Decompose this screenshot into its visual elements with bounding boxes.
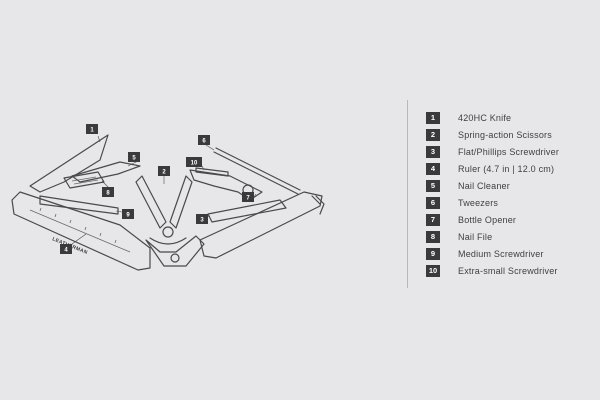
scissors-pivot [162,226,174,238]
nail-file [63,171,105,189]
callout-10: 10 [186,157,202,167]
legend-number-badge: 7 [426,213,440,226]
callout-4: 4 [60,244,72,254]
right-handle [199,191,323,259]
plier-pivot [170,253,180,263]
legend-item: 10 Extra-small Screwdriver [426,262,559,279]
legend-item: 3 Flat/Phillips Screwdriver [426,143,559,160]
legend-label: Nail File [458,231,493,242]
knife-blade [29,134,109,193]
svg-text:6: 6 [202,138,206,144]
scissors-blade-right [169,175,193,229]
callout-1: 1 [86,124,98,134]
scissors-blade-left [135,175,167,229]
nail-file-texture [71,176,99,185]
legend-label: Spring-action Scissors [458,129,552,140]
callout-7: 7 [242,192,254,202]
legend-label: Extra-small Screwdriver [458,265,558,276]
left-handle [11,191,151,271]
legend-label: Medium Screwdriver [458,248,544,259]
legend-label: Ruler (4.7 in | 12.0 cm) [458,163,555,174]
svg-text:7: 7 [246,195,250,201]
tweezers [213,147,301,195]
legend-number-badge: 8 [426,230,440,243]
callout-2: 2 [158,166,170,176]
svg-text:2: 2 [162,169,166,175]
legend-label: 420HC Knife [458,112,512,123]
legend-item: 5 Nail Cleaner [426,177,559,194]
scissors-spring [149,237,187,245]
legend-item: 1 420HC Knife [426,109,559,126]
callout-3: 3 [196,214,208,224]
callout-8: 8 [102,187,114,197]
legend-label: Nail Cleaner [458,180,510,191]
svg-text:4: 4 [64,247,68,253]
legend-number-badge: 10 [426,264,440,277]
ruler-ticks [29,207,131,253]
svg-text:9: 9 [126,212,130,218]
legend-item: 8 Nail File [426,228,559,245]
svg-text:5: 5 [132,155,136,161]
medium-screwdriver [39,195,119,215]
legend-label: Flat/Phillips Screwdriver [458,146,560,157]
legend-number-badge: 4 [426,162,440,175]
legend-item: 9 Medium Screwdriver [426,245,559,262]
legend-number-badge: 5 [426,179,440,192]
callout-5: 5 [128,152,140,162]
legend-label: Bottle Opener [458,214,517,225]
svg-text:1: 1 [90,127,94,133]
extra-small-screwdriver [195,167,229,177]
nail-cleaner [71,161,141,183]
legend-number-badge: 6 [426,196,440,209]
flat-phillips-screwdriver [207,199,287,223]
legend-item: 4 Ruler (4.7 in | 12.0 cm) [426,160,559,177]
legend-label: Tweezers [458,197,499,208]
legend-number-badge: 1 [426,111,440,124]
svg-text:10: 10 [191,160,198,166]
callout-6: 6 [198,135,210,145]
legend-item: 2 Spring-action Scissors [426,126,559,143]
svg-text:8: 8 [106,190,110,196]
parts-legend: 1 420HC Knife 2 Spring-action Scissors 3… [426,109,559,279]
legend-number-badge: 2 [426,128,440,141]
callout-9: 9 [122,209,134,219]
legend-number-badge: 9 [426,247,440,260]
svg-text:3: 3 [200,217,204,223]
tweezers-hinge [311,195,325,215]
legend-item: 7 Bottle Opener [426,211,559,228]
legend-divider [407,100,408,288]
legend-item: 6 Tweezers [426,194,559,211]
legend-number-badge: 3 [426,145,440,158]
